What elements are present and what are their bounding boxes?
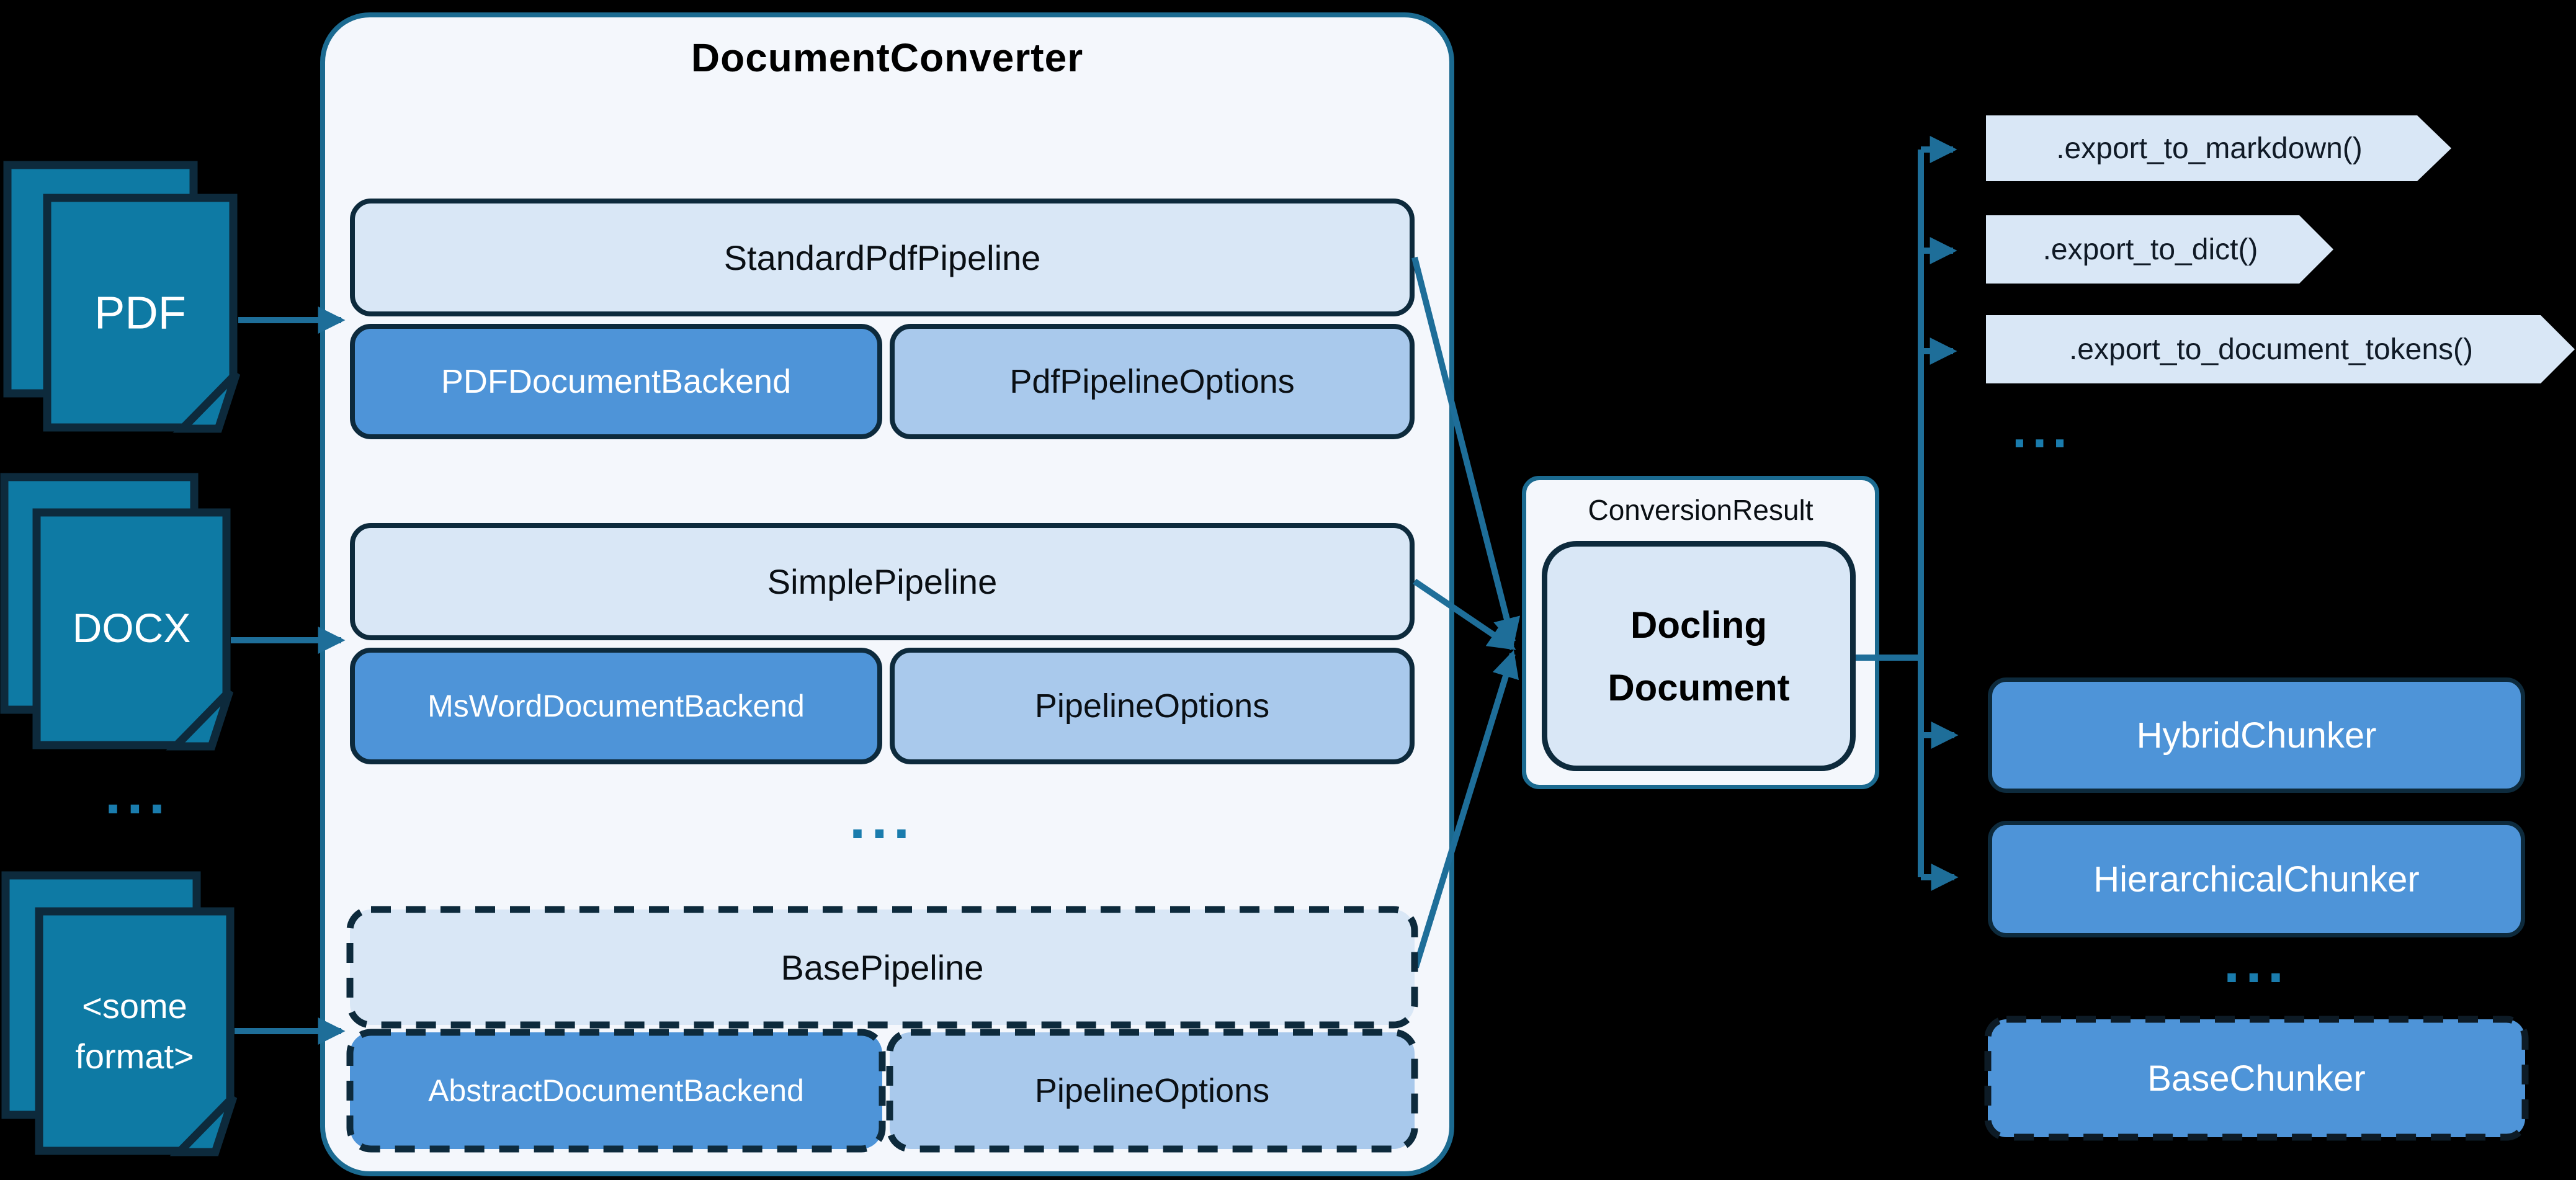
simple-pipeline-box: SimplePipeline (350, 523, 1415, 640)
export-to-dict-chevron: .export_to_dict() (1986, 215, 2333, 284)
inputs-ellipsis: ... (104, 761, 171, 826)
pdf-pipeline-options-box: PdfPipelineOptions (890, 324, 1415, 439)
pipeline-options-box: PipelineOptions (890, 648, 1415, 764)
hybrid-chunker-box: HybridChunker (1988, 677, 2525, 793)
docling-document-line2: Document (1608, 666, 1790, 708)
exports-ellipsis: ... (2012, 400, 2073, 459)
export-to-document-tokens-chevron: .export_to_document_tokens() (1986, 315, 2575, 383)
some-format-line1: <some (82, 986, 187, 1026)
base-chunker-box: BaseChunker (1988, 1019, 2525, 1137)
converter-ellipsis: ... (849, 785, 916, 851)
standard-pdf-pipeline-box: StandardPdfPipeline (350, 199, 1415, 316)
pdf-document-backend-box: PDFDocumentBackend (350, 324, 882, 439)
docx-label: DOCX (72, 605, 191, 651)
export-to-markdown-chevron: .export_to_markdown() (1986, 115, 2451, 181)
msword-document-backend-box: MsWordDocumentBackend (350, 648, 882, 764)
conversion-result-label: ConversionResult (1588, 494, 1813, 526)
base-pipeline-box: BasePipeline (350, 910, 1415, 1025)
some-format-label: <some format> (75, 981, 194, 1081)
base-pipeline-options-box: PipelineOptions (890, 1032, 1415, 1149)
some-format-line2: format> (75, 1037, 194, 1076)
docling-document-line1: Docling (1630, 604, 1767, 646)
docling-document-box: Docling Document (1542, 541, 1856, 771)
abstract-document-backend-box: AbstractDocumentBackend (350, 1032, 882, 1149)
chunkers-ellipsis: ... (2223, 929, 2290, 995)
document-converter-title: DocumentConverter (691, 35, 1084, 80)
hierarchical-chunker-box: HierarchicalChunker (1988, 821, 2525, 937)
pdf-label: PDF (94, 287, 186, 339)
